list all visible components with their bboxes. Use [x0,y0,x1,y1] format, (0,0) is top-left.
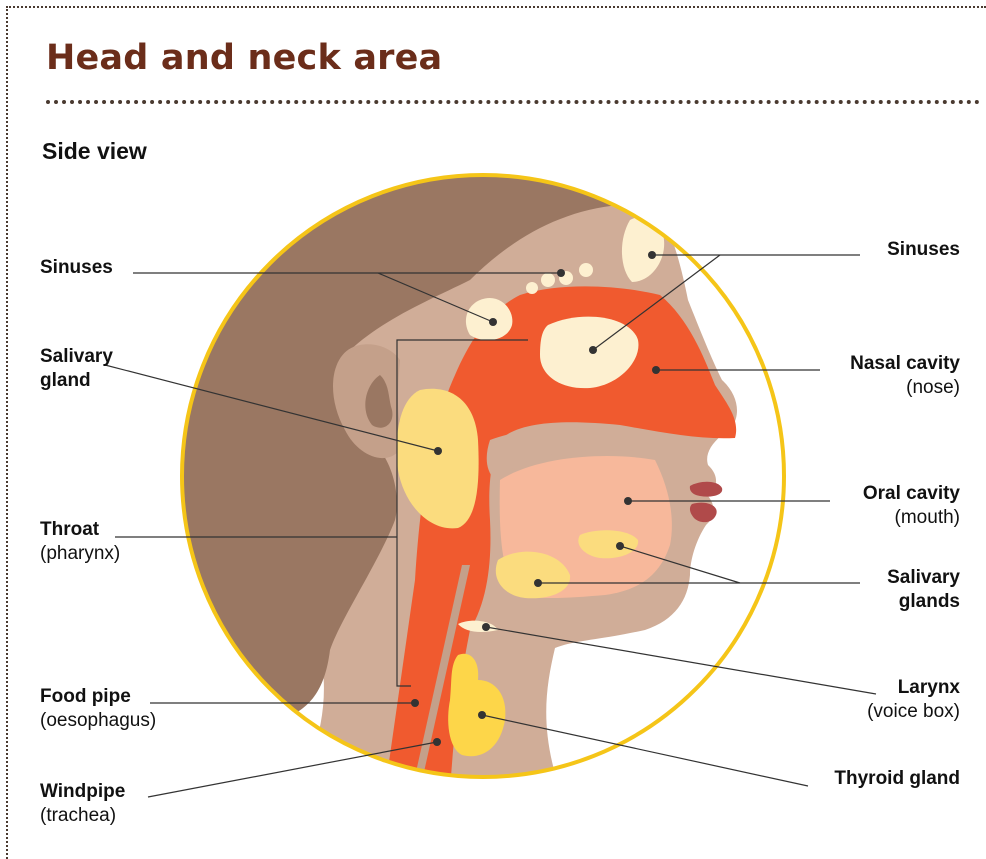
upper-lip [690,482,722,497]
label-sinuses-right: Sinuses [887,238,960,262]
label-nasal-cavity-sub: (nose) [850,376,960,400]
label-windpipe: Windpipe (trachea) [40,780,125,828]
dot-ethmoid-sinus [557,269,565,277]
label-larynx-sub: (voice box) [867,700,960,724]
label-salivary-glands: Salivary glands [887,566,960,614]
label-sinuses-left: Sinuses [40,256,113,280]
label-salivary-gland: Salivary gland [40,345,113,393]
label-throat: Throat (pharynx) [40,518,120,566]
label-food-pipe-name: Food pipe [40,685,156,709]
ethmoid-sinus-1 [526,282,538,294]
anatomy-illustration [170,170,810,790]
dot-windpipe [433,738,441,746]
ethmoid-sinus-4 [579,263,593,277]
ethmoid-sinus-2 [541,273,555,287]
label-thyroid-gland: Thyroid gland [834,767,960,791]
dot-parotid-gland [434,447,442,455]
leader-windpipe [148,742,437,797]
label-throat-name: Throat [40,518,120,542]
label-oral-cavity: Oral cavity (mouth) [863,482,960,530]
label-oral-cavity-sub: (mouth) [863,506,960,530]
label-thyroid-gland-name: Thyroid gland [834,767,960,791]
label-sinuses-left-name: Sinuses [40,256,113,280]
label-salivary-glands-name2: glands [887,590,960,614]
label-oral-cavity-name: Oral cavity [863,482,960,506]
dot-food-pipe [411,699,419,707]
label-larynx-name: Larynx [867,676,960,700]
dot-thyroid [478,711,486,719]
label-larynx: Larynx (voice box) [867,676,960,724]
dot-sphenoid-sinus [489,318,497,326]
dot-frontal-sinus [648,251,656,259]
dot-submandibular-gland [534,579,542,587]
label-throat-sub: (pharynx) [40,542,120,566]
label-salivary-gland-name: Salivary [40,345,113,369]
dot-maxillary-sinus [589,346,597,354]
dot-sublingual-gland [616,542,624,550]
dot-nasal-cavity [652,366,660,374]
label-nasal-cavity-name: Nasal cavity [850,352,960,376]
dot-larynx [482,623,490,631]
label-nasal-cavity: Nasal cavity (nose) [850,352,960,400]
label-windpipe-name: Windpipe [40,780,125,804]
label-salivary-gland-name2: gland [40,369,113,393]
label-food-pipe: Food pipe (oesophagus) [40,685,156,733]
label-salivary-glands-name: Salivary [887,566,960,590]
label-food-pipe-sub: (oesophagus) [40,709,156,733]
dot-oral-cavity [624,497,632,505]
label-windpipe-sub: (trachea) [40,804,125,828]
label-sinuses-right-name: Sinuses [887,238,960,262]
